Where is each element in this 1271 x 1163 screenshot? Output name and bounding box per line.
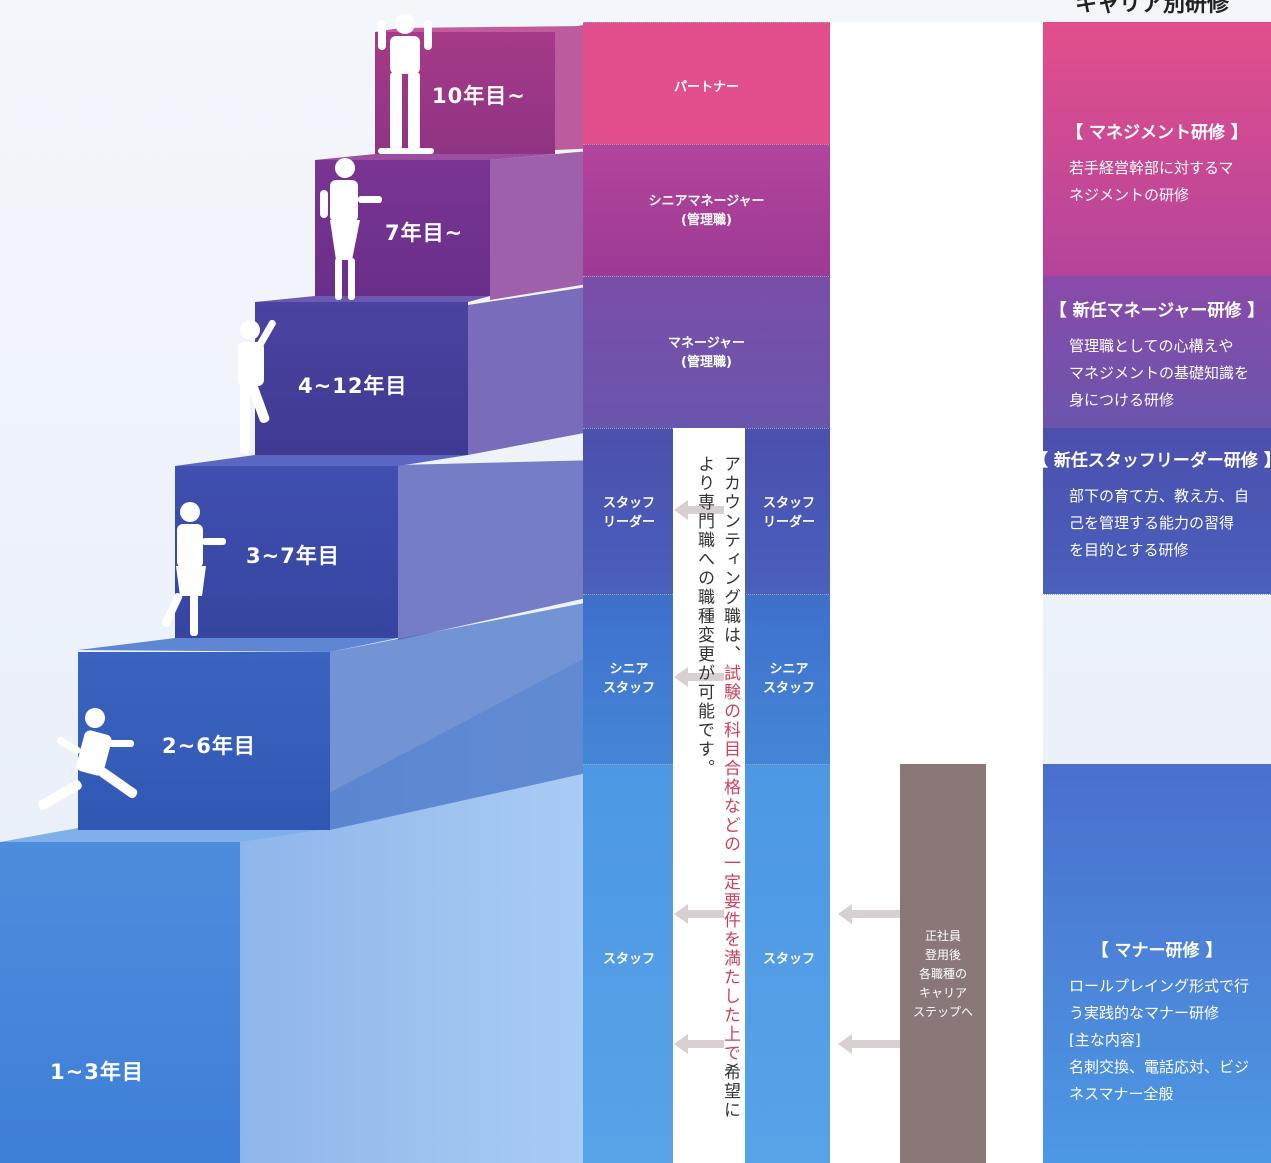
person-icon-3 bbox=[161, 502, 226, 636]
position-senior-manager: シニアマネージャー (管理職) bbox=[648, 194, 765, 228]
training-desc: 若手経営幹部に対するマ bbox=[1069, 159, 1234, 177]
arrow-left-icon bbox=[674, 1034, 724, 1054]
training-desc: マネジメントの基礎知識を bbox=[1069, 364, 1250, 382]
position-staff-leader-left: スタッフ リーダー bbox=[602, 496, 655, 530]
staircase bbox=[0, 14, 600, 1163]
step-label-1: 1~3年目 bbox=[50, 1060, 144, 1084]
training-desc: [主な内容] bbox=[1069, 1031, 1141, 1049]
training-desc: 名刺交換、電話応対、ビジ bbox=[1069, 1058, 1250, 1076]
training-title: 【 マナー研修 】 bbox=[1091, 941, 1223, 961]
position-staff-left: スタッフ bbox=[602, 952, 655, 967]
training-desc: ネジメントの研修 bbox=[1069, 186, 1190, 204]
position-senior-staff-left: シニア スタッフ bbox=[602, 662, 655, 696]
training-desc: ロールプレイング形式で行 bbox=[1069, 977, 1250, 995]
training-desc: 己を管理する能力の習得 bbox=[1069, 514, 1235, 532]
band-manager bbox=[583, 276, 830, 428]
training-card-manners: 【 マナー研修 】 ロールプレイング形式で行う実践的なマナー研修 [主な内容] 名刺… bbox=[1043, 764, 1271, 1163]
arrow-left-icon bbox=[838, 904, 900, 924]
position-manager: マネージャー (管理職) bbox=[667, 336, 746, 370]
person-icon-10 bbox=[378, 14, 434, 154]
training-desc: 部下の育て方、教え方、自 bbox=[1069, 487, 1250, 505]
training-desc: う実践的なマナー研修 bbox=[1069, 1004, 1220, 1022]
note-part-2: 試験の科目合格などの一定要件を満たした上で bbox=[720, 664, 740, 1063]
position-staff-right: スタッフ bbox=[762, 952, 815, 967]
step-label-4: 4~12年目 bbox=[298, 374, 408, 398]
accounting-note: アカウンティング職は、試験の科目合格などの一定要件を満たした上で希望により専門職… bbox=[688, 455, 743, 1135]
training-title: 【 新任スタッフリーダー研修 】 bbox=[1031, 451, 1271, 471]
arrow-left-icon bbox=[674, 904, 724, 924]
spacer-column bbox=[986, 764, 1043, 1163]
band-partner bbox=[583, 22, 830, 144]
note-part-1: アカウンティング職は、 bbox=[720, 455, 740, 664]
employee-note: 正社員 登用後 各職種の キャリア ステップへ bbox=[912, 929, 973, 1019]
training-card-management: 【 マネジメント研修 】 若手経営幹部に対するマネジメントの研修 bbox=[1043, 22, 1271, 276]
position-partner: パートナー bbox=[673, 80, 739, 95]
training-title: 【 新任マネージャー研修 】 bbox=[1049, 301, 1265, 321]
step-label-7: 7年目~ bbox=[385, 221, 464, 245]
band-senior-manager bbox=[583, 144, 830, 276]
position-senior-staff-right: シニア スタッフ bbox=[762, 662, 815, 696]
arrow-left-icon bbox=[838, 1034, 900, 1054]
note-part-3: 希望により専門職への職種変更が可能です。 bbox=[694, 455, 740, 1120]
page-title: キャリア別研修 bbox=[1075, 0, 1230, 17]
training-desc: ネスマナー全般 bbox=[1069, 1085, 1174, 1103]
person-icon-2 bbox=[38, 708, 138, 810]
training-desc: 身につける研修 bbox=[1069, 391, 1175, 409]
training-title: 【 マネジメント研修 】 bbox=[1066, 123, 1248, 143]
training-desc: を目的とする研修 bbox=[1069, 541, 1189, 559]
arrow-left-icon bbox=[674, 667, 724, 687]
step-label-2: 2~6年目 bbox=[162, 734, 256, 758]
training-desc: 管理職としての心構えや bbox=[1069, 337, 1234, 355]
position-staff-leader-right: スタッフ リーダー bbox=[762, 496, 815, 530]
step-label-10: 10年目~ bbox=[432, 84, 526, 108]
step-label-3: 3~7年目 bbox=[246, 544, 340, 568]
person-icon-4 bbox=[238, 319, 276, 454]
training-card-new-staff-leader: 【 新任スタッフリーダー研修 】 部下の育て方、教え方、自己を管理する能力の習得… bbox=[1031, 428, 1271, 594]
person-icon-7 bbox=[320, 158, 382, 300]
employee-bar bbox=[900, 764, 986, 1163]
arrow-left-icon bbox=[674, 500, 724, 520]
training-card-new-manager: 【 新任マネージャー研修 】 管理職としての心構えやマネジメントの基礎知識を身に… bbox=[1043, 276, 1271, 428]
